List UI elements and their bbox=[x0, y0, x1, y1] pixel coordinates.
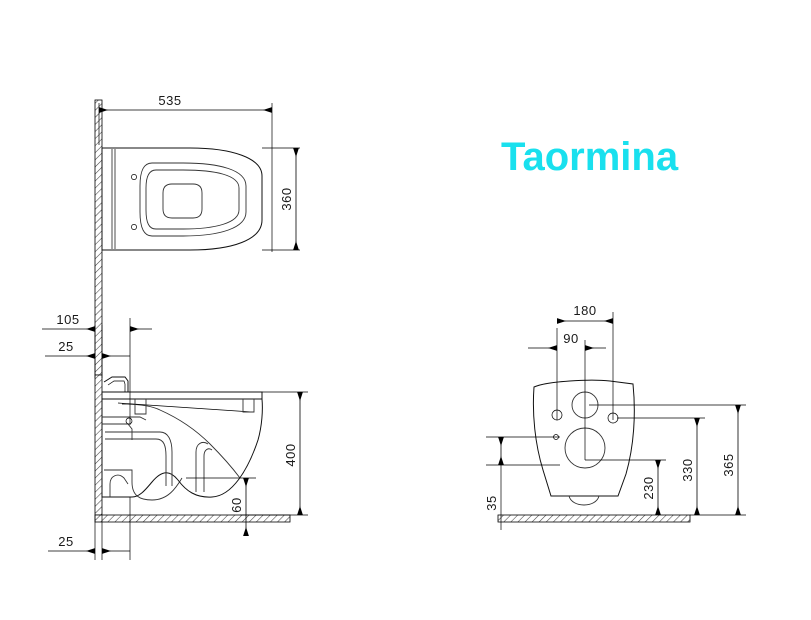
rear-view-body-outline bbox=[532, 379, 635, 497]
top-view-bolt-hole-upper bbox=[131, 174, 137, 180]
side-section-view-group: 105 25 25 400 60 bbox=[42, 312, 308, 560]
dim-label-25-top: 25 bbox=[58, 339, 73, 354]
dim-label-90: 90 bbox=[563, 331, 578, 346]
top-view-group: 535 360 bbox=[94, 93, 300, 376]
side-view-inner-channel bbox=[102, 423, 133, 440]
side-view-inlet-spigot bbox=[103, 376, 129, 392]
side-view-trap-bottom bbox=[104, 469, 183, 501]
dim-label-360: 360 bbox=[279, 187, 294, 210]
rear-view-bottom-bulge bbox=[568, 495, 600, 506]
side-view-inner-shelf bbox=[102, 416, 147, 421]
product-title: Taormina bbox=[501, 135, 679, 179]
side-view-trap-riser2 bbox=[203, 448, 213, 492]
side-view-trap-riser bbox=[195, 441, 209, 492]
side-view-trap-wall-right bbox=[242, 399, 255, 413]
rear-view-floor bbox=[497, 514, 691, 523]
dim-label-400: 400 bbox=[283, 443, 298, 466]
top-view-bolt-hole-lower bbox=[131, 224, 137, 230]
side-view-small-hole bbox=[125, 417, 133, 425]
dim-label-330: 330 bbox=[680, 458, 695, 481]
dim-label-180: 180 bbox=[573, 303, 596, 318]
dim-label-25-bottom: 25 bbox=[58, 534, 73, 549]
dim-label-35: 35 bbox=[484, 495, 499, 510]
side-view-floor bbox=[94, 514, 291, 523]
rear-view-group: 180 90 35 230 330 365 bbox=[484, 303, 746, 530]
side-view-wall bbox=[94, 374, 103, 516]
top-view-aperture bbox=[162, 183, 203, 219]
side-view-trap-seal bbox=[109, 474, 129, 497]
dim-label-365: 365 bbox=[721, 453, 736, 476]
side-view-trap-left-wall2 bbox=[105, 438, 167, 486]
side-view-trap-left-wall bbox=[105, 431, 173, 486]
side-view-body-outer bbox=[101, 398, 263, 498]
dim-label-230: 230 bbox=[641, 476, 656, 499]
dim-label-535: 535 bbox=[158, 93, 181, 108]
dim-label-60: 60 bbox=[229, 497, 244, 512]
side-view-bowl-inner bbox=[121, 403, 241, 479]
top-view-rim-outer bbox=[139, 162, 247, 237]
side-view-rim-band bbox=[101, 391, 263, 400]
dim-label-105: 105 bbox=[56, 312, 79, 327]
side-view-inlet-spigot-inner bbox=[107, 380, 126, 392]
side-view-water-line bbox=[117, 402, 253, 413]
top-view-rim-inner bbox=[145, 169, 240, 230]
top-view-wall bbox=[94, 99, 103, 376]
side-view-trap-wall-left bbox=[134, 399, 147, 415]
top-view-pan-outline bbox=[101, 147, 263, 251]
